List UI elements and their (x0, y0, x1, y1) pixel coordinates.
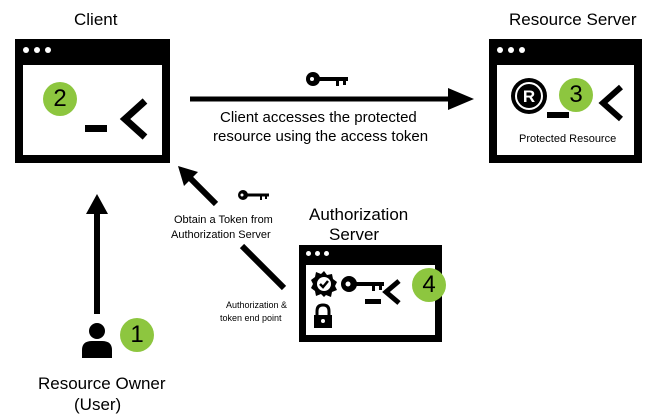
client-title: Client (74, 10, 118, 29)
protected-resource-label: Protected Resource (519, 133, 617, 145)
prompt-chevron-icon (85, 98, 148, 140)
window-dot (508, 47, 514, 53)
client-window: 2 (15, 39, 170, 163)
window-dot (306, 251, 311, 256)
access-arrow (190, 88, 474, 110)
access-arrow-label-line2: resource using the access token (213, 128, 429, 145)
step-4-badge: 4 (412, 268, 446, 302)
key-icon (306, 72, 348, 86)
window-dot (324, 251, 329, 256)
prompt-chevron-icon (547, 84, 623, 122)
step-2-badge: 2 (43, 82, 77, 116)
svg-text:R: R (523, 87, 535, 106)
endpoint-connector (239, 243, 287, 291)
authorization-server-title-line1: Authorization (309, 205, 409, 224)
window-dot (315, 251, 320, 256)
resource-server-window: R 3 Protected Resource (489, 39, 642, 163)
owner-to-client-arrow (86, 194, 108, 314)
step-1-badge: 1 (120, 318, 154, 352)
resource-server-title: Resource Server (509, 10, 637, 29)
obtain-token-arrow (178, 166, 219, 207)
seal-check-icon (311, 271, 337, 297)
endpoint-label-line2: token end point (220, 313, 282, 323)
obtain-token-label-line1: Obtain a Token from (174, 214, 273, 226)
window-dot (34, 47, 40, 53)
resource-owner-label-line2: (User) (74, 395, 122, 414)
endpoint-label-line1: Authorization & (226, 300, 288, 310)
authorization-server-window (299, 245, 442, 342)
user-icon (82, 323, 112, 358)
lock-icon (314, 303, 332, 328)
window-dot (23, 47, 29, 53)
registered-icon: R (511, 78, 547, 114)
key-icon (341, 276, 384, 292)
window-dot (497, 47, 503, 53)
access-arrow-label-line1: Client accesses the protected (220, 109, 417, 126)
obtain-token-label-line2: Authorization Server (171, 229, 271, 241)
key-icon (238, 190, 269, 200)
window-dot (519, 47, 525, 53)
window-dot (45, 47, 51, 53)
resource-owner-label-line1: Resource Owner (38, 374, 166, 393)
step-3-badge: 3 (559, 78, 593, 112)
prompt-chevron-icon (365, 279, 401, 305)
authorization-server-title-line2: Server (329, 225, 380, 244)
